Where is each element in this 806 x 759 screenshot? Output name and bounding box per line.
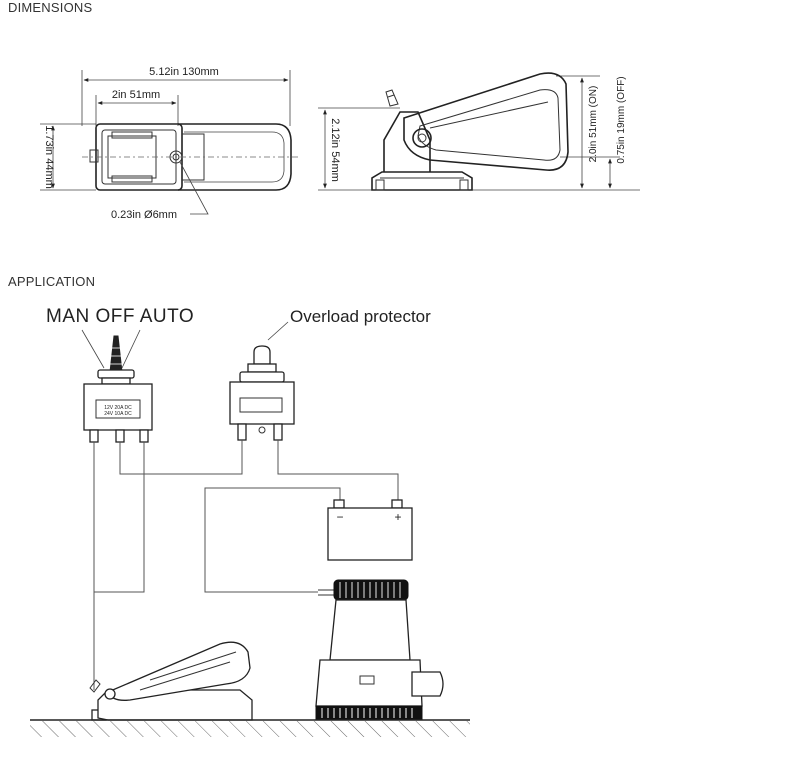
switch-positions-label: MAN OFF AUTO [46, 306, 194, 327]
switch-rating-line-2: 24V 10A DC [104, 411, 132, 417]
battery [327, 499, 413, 561]
toggle-switch [83, 335, 153, 443]
on-height-dimension: 2.0in 51mm (ON) [588, 86, 599, 163]
side-view-drawing [318, 72, 640, 191]
wiring [93, 440, 399, 690]
hole-dimension: 0.23in Ø6mm [111, 209, 177, 221]
off-height-dimension: 0.75in 19mm (OFF) [616, 76, 627, 163]
application-heading: APPLICATION [8, 274, 96, 289]
height-dimension: 2.12in 54mm [329, 118, 341, 182]
overall-length-dimension: 5.12in 130mm [149, 66, 219, 78]
width-dimension: 1.73in 44mm [43, 125, 55, 189]
ground-surface [30, 719, 470, 737]
float-switch [89, 641, 253, 721]
overload-protector [229, 345, 295, 441]
base-length-dimension: 2in 51mm [112, 89, 160, 101]
switch-rating-line-1: 12V 20A DC [104, 405, 132, 411]
overload-protector-label: Overload protector [290, 307, 431, 326]
top-view-drawing [40, 70, 300, 215]
dimensions-heading: DIMENSIONS [8, 0, 93, 15]
battery-plus-label: + [394, 510, 401, 524]
bilge-pump [315, 579, 444, 721]
battery-minus-label: − [336, 510, 343, 524]
